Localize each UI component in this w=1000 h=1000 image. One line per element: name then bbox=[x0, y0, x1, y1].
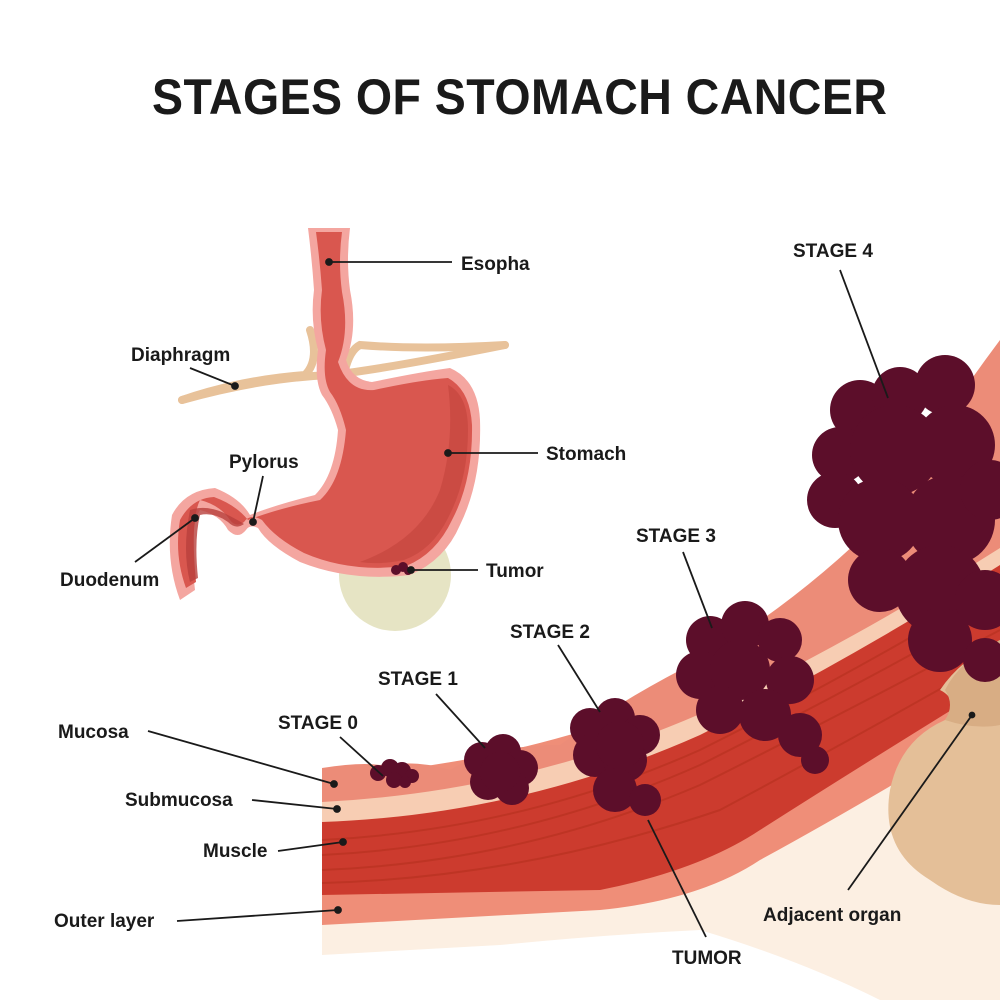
label-stage-2: STAGE 2 bbox=[510, 622, 590, 643]
tumor-stage-1 bbox=[464, 734, 538, 805]
label-tumor-small: Tumor bbox=[486, 561, 544, 582]
label-esophagus: Esopha bbox=[461, 254, 530, 275]
tumor-stage-3 bbox=[676, 601, 829, 774]
tumor-stage-2 bbox=[570, 698, 661, 816]
label-pylorus: Pylorus bbox=[229, 452, 299, 473]
stomach-anatomy bbox=[169, 228, 509, 631]
muscle-layer bbox=[322, 560, 1000, 895]
label-adjacent-organ: Adjacent organ bbox=[763, 905, 901, 926]
label-stage-3: STAGE 3 bbox=[636, 526, 716, 547]
label-outer-layer: Outer layer bbox=[54, 911, 155, 932]
label-stage-0: STAGE 0 bbox=[278, 713, 358, 734]
wall-leader-lines bbox=[147, 269, 976, 938]
tumors bbox=[370, 355, 1000, 816]
tumor-stage-4 bbox=[807, 355, 1000, 682]
label-submucosa: Submucosa bbox=[125, 790, 233, 811]
label-mucosa: Mucosa bbox=[58, 722, 129, 743]
label-muscle: Muscle bbox=[203, 841, 267, 862]
stomach-body-shape bbox=[178, 232, 473, 588]
label-duodenum: Duodenum bbox=[60, 570, 159, 591]
page-title: STAGES OF STOMACH CANCER bbox=[152, 69, 888, 125]
stomach-wall-cross-section bbox=[321, 340, 1000, 1000]
anatomy-leader-lines bbox=[134, 258, 538, 574]
label-stage-1: STAGE 1 bbox=[378, 669, 458, 690]
label-stomach: Stomach bbox=[546, 444, 626, 465]
label-tumor: TUMOR bbox=[672, 948, 742, 969]
label-stage-4: STAGE 4 bbox=[793, 241, 873, 262]
label-diaphragm: Diaphragm bbox=[131, 345, 230, 366]
tumor-stage-0 bbox=[370, 759, 419, 788]
